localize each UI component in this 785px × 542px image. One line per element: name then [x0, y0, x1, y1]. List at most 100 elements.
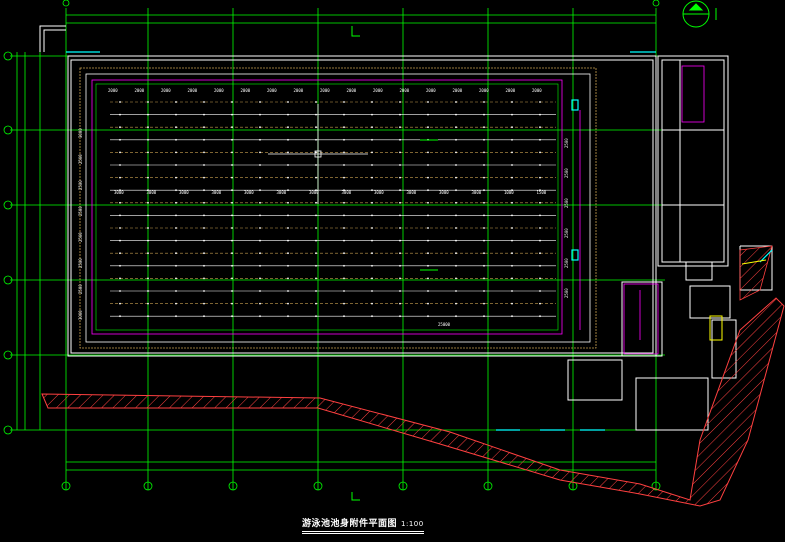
lane-marker — [287, 101, 289, 103]
lane-marker — [343, 264, 345, 267]
lane-marker — [231, 239, 233, 242]
lane-marker — [259, 227, 261, 229]
lane-marker — [259, 302, 261, 305]
dim-row-label: 3000 — [277, 190, 287, 195]
lane-marker — [399, 126, 401, 129]
lane-marker — [119, 113, 121, 116]
lane-marker — [259, 164, 261, 166]
lane-marker — [399, 101, 401, 103]
lane-marker — [483, 126, 485, 129]
lane-marker — [119, 252, 121, 255]
lane-marker — [539, 315, 541, 318]
lane-marker — [539, 277, 541, 280]
lane-marker — [287, 315, 289, 318]
lane-marker — [343, 101, 345, 103]
lane-marker — [427, 277, 429, 280]
lane-marker — [427, 201, 429, 204]
lane-marker — [343, 201, 345, 204]
lane-marker — [483, 164, 485, 166]
lane-marker — [315, 176, 317, 179]
lane-marker — [175, 164, 177, 166]
lane-marker — [147, 315, 149, 318]
lane-marker — [511, 164, 513, 166]
drawing-scale: 1:100 — [401, 520, 424, 528]
lane-marker — [315, 227, 317, 229]
lane-marker — [343, 227, 345, 229]
dim-right-label: 2500 — [564, 228, 569, 238]
lane-marker — [175, 227, 177, 229]
lane-marker — [483, 315, 485, 318]
lane-marker — [175, 113, 177, 116]
lane-marker — [455, 201, 457, 204]
lane-marker — [455, 151, 457, 154]
lane-marker — [287, 252, 289, 255]
lane-marker — [203, 264, 205, 267]
lane-marker — [147, 189, 149, 192]
lane-marker — [455, 302, 457, 305]
lane-marker — [427, 214, 429, 217]
dim-left-label: 2500 — [78, 232, 83, 242]
dim-row-label: 3000 — [472, 190, 482, 195]
lane-marker — [259, 176, 261, 179]
lane-marker — [371, 277, 373, 280]
lane-marker — [287, 189, 289, 192]
lane-marker — [539, 113, 541, 116]
dim-row-label: 3000 — [374, 190, 384, 195]
dim-row-label: 1000 — [504, 190, 514, 195]
lane-marker — [399, 239, 401, 242]
lane-marker — [259, 138, 261, 141]
dim-right-label: 2500 — [564, 198, 569, 208]
dim-right-label: 2500 — [564, 138, 569, 148]
lane-marker — [371, 315, 373, 318]
lane-marker — [315, 138, 317, 141]
dim-right-label: 2500 — [564, 168, 569, 178]
dim-left-label: 2500 — [78, 284, 83, 294]
lane-marker — [203, 176, 205, 179]
lane-marker — [231, 151, 233, 154]
lane-marker — [399, 290, 401, 292]
lane-marker — [455, 264, 457, 267]
lane-marker — [371, 201, 373, 204]
lane-marker — [539, 201, 541, 204]
lane-marker — [511, 138, 513, 141]
dim-row-label: 3000 — [407, 190, 417, 195]
lane-marker — [483, 277, 485, 280]
lane-marker — [119, 189, 121, 192]
lane-marker — [343, 290, 345, 292]
lane-marker — [175, 315, 177, 318]
hatched-retaining-wall — [41, 245, 785, 507]
lane-marker — [231, 164, 233, 166]
lane-marker — [399, 176, 401, 179]
lane-marker — [315, 277, 317, 280]
dim-top-label: 2000 — [267, 88, 277, 93]
lane-marker — [483, 264, 485, 267]
lane-marker — [147, 176, 149, 179]
lane-marker — [511, 126, 513, 129]
lane-marker — [343, 239, 345, 242]
lane-marker — [147, 264, 149, 267]
lane-marker — [119, 315, 121, 318]
lane-marker — [343, 176, 345, 179]
lane-marker — [259, 315, 261, 318]
lane-marker — [259, 126, 261, 129]
dim-top-label: 2000 — [373, 88, 383, 93]
dim-left-label: 2500 — [78, 154, 83, 164]
lane-marker — [231, 176, 233, 179]
lane-marker — [511, 239, 513, 242]
lane-marker — [315, 315, 317, 318]
lane-marker — [287, 201, 289, 204]
lane-marker — [259, 252, 261, 255]
lane-marker — [511, 302, 513, 305]
lane-marker — [399, 315, 401, 318]
lane-marker — [455, 227, 457, 229]
lane-marker — [147, 239, 149, 242]
lane-marker — [147, 302, 149, 305]
lane-marker — [539, 252, 541, 255]
lane-marker — [371, 113, 373, 116]
lane-marker — [539, 290, 541, 292]
lane-marker — [119, 201, 121, 204]
lane-marker — [455, 176, 457, 179]
dim-left-label: 2500 — [78, 180, 83, 190]
